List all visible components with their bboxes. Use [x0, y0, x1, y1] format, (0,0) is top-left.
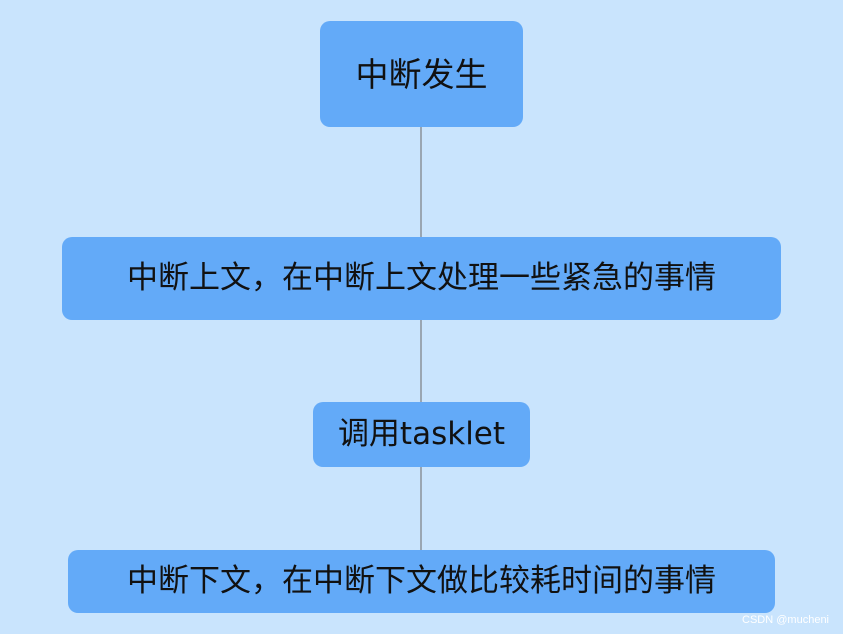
connector-1-2 — [420, 127, 422, 237]
node-interrupt-occurs: 中断发生 — [320, 21, 523, 127]
connector-2-3 — [420, 320, 422, 402]
node-label: 中断下文，在中断下文做比较耗时间的事情 — [127, 563, 716, 599]
watermark: CSDN @mucheni — [742, 614, 829, 626]
node-top-half: 中断上文，在中断上文处理一些紧急的事情 — [62, 237, 781, 320]
node-bottom-half: 中断下文，在中断下文做比较耗时间的事情 — [68, 550, 775, 613]
connector-3-4 — [420, 467, 422, 550]
node-label: 中断上文，在中断上文处理一些紧急的事情 — [127, 260, 716, 296]
node-call-tasklet: 调用tasklet — [313, 402, 530, 467]
node-label: 调用tasklet — [337, 416, 506, 452]
node-label: 中断发生 — [355, 54, 488, 94]
